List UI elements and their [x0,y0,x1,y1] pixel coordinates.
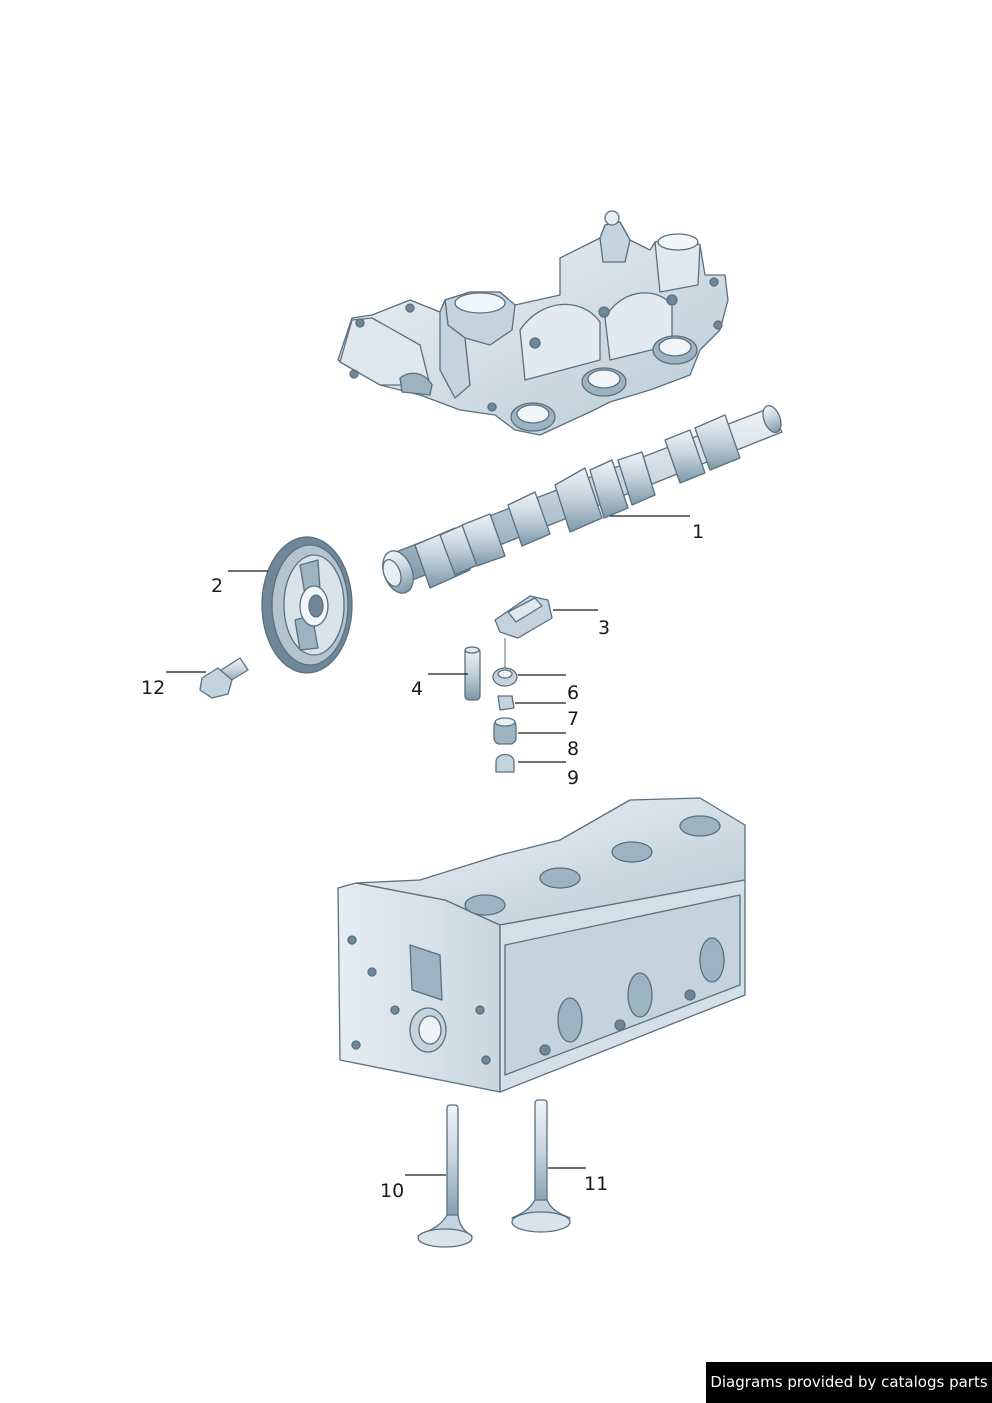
callout-8: 8 [567,738,579,760]
callout-labels: 1 2 3 4 6 7 8 9 10 11 12 [141,521,704,1202]
valve-spring-cap [492,667,518,687]
callout-10: 10 [380,1180,404,1202]
valve-stem-seal [495,753,515,773]
callout-7: 7 [567,708,579,730]
sprocket-bolt [199,657,249,699]
callout-9: 9 [567,767,579,789]
callout-2: 2 [211,575,223,597]
valve-keeper [497,695,515,711]
callout-12: 12 [141,677,165,699]
camshaft-sprocket [261,536,353,674]
hydraulic-lifter [464,646,481,701]
exhaust-valve [511,1099,571,1233]
callout-4: 4 [411,678,423,700]
camshaft [382,404,783,594]
rocker-arm [494,595,553,668]
credit-banner: Diagrams provided by catalogs parts [706,1362,992,1403]
callout-3: 3 [598,617,610,639]
cylinder-head [337,797,746,1093]
leader-lines [166,515,690,1176]
callout-6: 6 [567,682,579,704]
callout-11: 11 [584,1173,608,1195]
camshaft-housing [337,210,729,436]
intake-valve [417,1104,473,1248]
valve-spring [493,717,517,745]
credit-text: Diagrams provided by catalogs parts [710,1373,988,1391]
callout-1: 1 [692,521,704,543]
